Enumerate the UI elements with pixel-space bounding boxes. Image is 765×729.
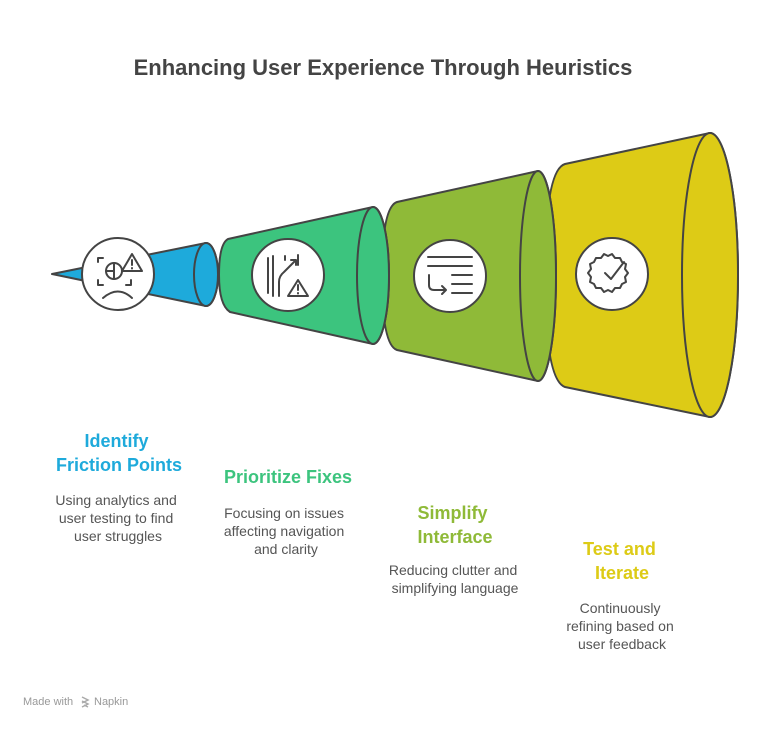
- stage-3-title: Simplify Interface: [417, 503, 492, 547]
- napkin-brand-text: Napkin: [94, 696, 128, 708]
- stage-2-label: Prioritize Fixes Focusing on issues affe…: [224, 467, 352, 557]
- road-warning-icon: [251, 238, 325, 312]
- stage-2-description: Focusing on issues affecting navigation …: [224, 505, 348, 557]
- stage-3-label: Simplify Interface Reducing clutter and …: [389, 503, 521, 596]
- diagram-title: Enhancing User Experience Through Heuris…: [134, 55, 633, 80]
- stage-4-description: Continuously refining based on user feed…: [566, 600, 677, 652]
- stage-1-description: Using analytics and user testing to find…: [55, 492, 180, 544]
- gear-check-icon: [575, 237, 649, 311]
- stage-4-title: Test and Iterate: [583, 539, 661, 583]
- stage-4-label: Test and Iterate Continuously refining b…: [566, 539, 677, 652]
- stage-1-title: Identify Friction Points: [56, 431, 182, 475]
- stage-2-title: Prioritize Fixes: [224, 467, 352, 487]
- made-with-text: Made with: [23, 696, 73, 708]
- napkin-logo-icon: [81, 696, 90, 708]
- footer-attribution: Made with Napkin: [23, 696, 128, 708]
- list-simplify-icon: [413, 239, 487, 313]
- stage-1-label: Identify Friction Points Using analytics…: [55, 431, 182, 544]
- stage-3-description: Reducing clutter and simplifying languag…: [389, 562, 521, 596]
- friction-warning-icon: [81, 237, 155, 311]
